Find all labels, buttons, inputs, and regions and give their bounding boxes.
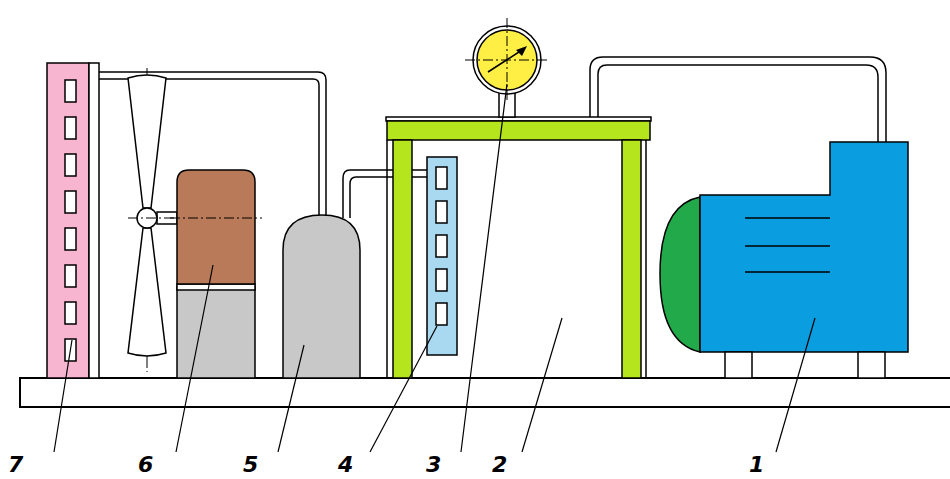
pressure-gauge — [465, 18, 549, 117]
callout-number: 4 — [338, 454, 353, 476]
evaporator — [427, 157, 457, 355]
callout-number: 1 — [749, 454, 764, 476]
chamber-frame — [386, 117, 651, 378]
callout-number: 7 — [8, 454, 23, 476]
pipe — [343, 170, 427, 218]
callout-number: 5 — [243, 454, 258, 476]
leader-line — [54, 84, 815, 452]
callout-number: 6 — [138, 454, 153, 476]
callout-number: 2 — [492, 454, 507, 476]
compressor — [660, 142, 908, 378]
fan-motor — [170, 170, 262, 378]
pipe — [590, 57, 886, 142]
callout-number: 3 — [426, 454, 441, 476]
base-plate — [20, 378, 950, 407]
receiver-tank — [283, 215, 360, 378]
condenser-radiator — [47, 63, 99, 378]
